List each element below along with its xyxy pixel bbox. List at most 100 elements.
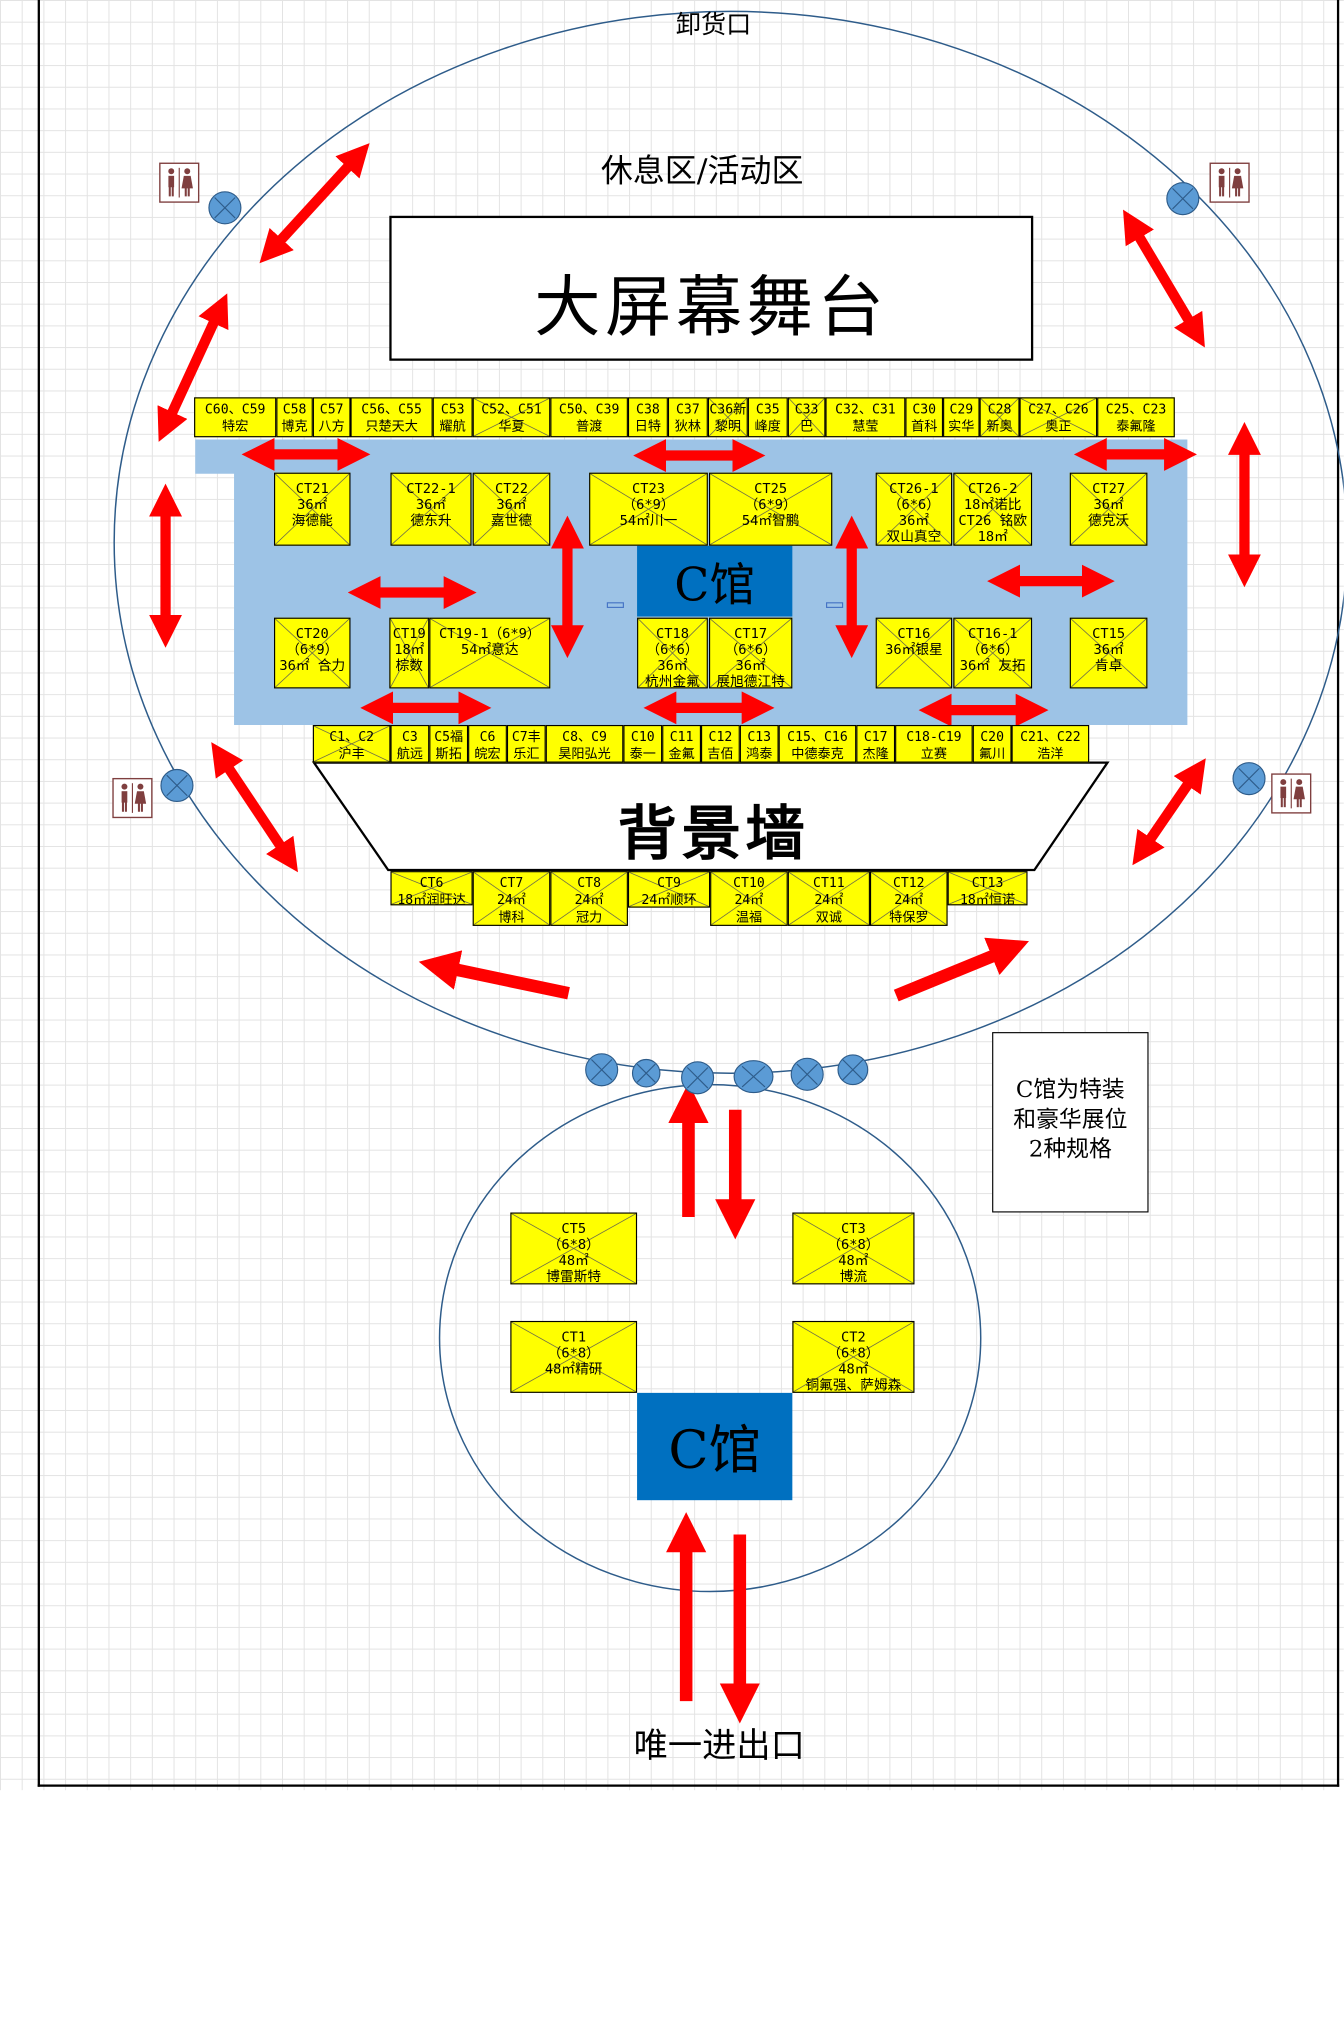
door-icon bbox=[790, 1057, 824, 1091]
booth-line: C57 bbox=[319, 400, 344, 417]
booth-line: 双山真空 bbox=[886, 528, 942, 545]
booth-line: CT5 bbox=[561, 1220, 587, 1237]
booth-line: 昊阳弘光 bbox=[558, 745, 611, 762]
booth-line: CT3 bbox=[841, 1220, 866, 1237]
booth-line: C8、C9 bbox=[562, 728, 607, 745]
booth-line: 温福 bbox=[735, 908, 763, 925]
booth-line: 36㎡银星 bbox=[885, 641, 943, 658]
booth-text: CT23（6*9）54㎡川一 bbox=[590, 474, 706, 529]
booth-line: C56、C55 bbox=[361, 400, 422, 417]
booth-line: C38 bbox=[636, 400, 660, 417]
booth-line: 18㎡ bbox=[977, 528, 1008, 545]
booth-line: 双诚 bbox=[815, 908, 843, 925]
booth-line: C11 bbox=[669, 728, 694, 745]
booth-line: C10 bbox=[630, 728, 655, 745]
booth-line: 博克 bbox=[281, 417, 308, 434]
backdrop-label: 背景墙 bbox=[617, 799, 810, 869]
booth-line: （6*6） bbox=[646, 641, 699, 658]
booth-line: 沪丰 bbox=[338, 745, 365, 762]
booth-line: 24㎡顺环 bbox=[641, 891, 697, 908]
rest-area-label: 休息区/活动区 bbox=[600, 151, 804, 190]
booth-line: CT10 bbox=[733, 874, 765, 891]
booth-line: CT27 bbox=[1092, 480, 1126, 497]
booth-line: CT22 bbox=[494, 480, 528, 497]
hall-c-lower: C馆 bbox=[637, 1392, 793, 1501]
top_row-booth: C33巴斯德 bbox=[787, 397, 826, 438]
booth-line: 博科 bbox=[498, 908, 525, 925]
booth-line: CT26 铭欧 bbox=[958, 512, 1028, 529]
booth-line: 冠力 bbox=[575, 908, 603, 925]
booth-text: C5福斯拓 bbox=[430, 727, 467, 761]
booth-line: CT16 bbox=[897, 625, 931, 642]
booth-line: 新奥 bbox=[986, 417, 1013, 434]
booth-line: 18㎡诺比 bbox=[963, 496, 1022, 513]
booth-line: 中德泰克 bbox=[791, 745, 844, 762]
booth-line: CT9 bbox=[657, 874, 681, 891]
booth-line: 特宏 bbox=[222, 417, 249, 434]
booth-line: 24㎡ bbox=[496, 891, 526, 908]
booth-line: 首科 bbox=[911, 417, 938, 434]
booth-ct1: CT1（6*8）48㎡精研 bbox=[510, 1320, 638, 1393]
booth-line: 慧莹 bbox=[852, 417, 879, 434]
booth-text: C33巴斯德 bbox=[789, 400, 824, 436]
booth-line: 18㎡ bbox=[394, 641, 425, 658]
booth-line: C18-C19 bbox=[906, 728, 962, 745]
booth-line: （6*8） bbox=[827, 1236, 880, 1253]
booth-line: C37 bbox=[676, 400, 700, 417]
booth-line: 立赛 bbox=[920, 745, 948, 762]
booth-line: （6*8） bbox=[547, 1236, 600, 1253]
booth-line: 嘉世德 bbox=[490, 512, 533, 529]
booth-line: C17 bbox=[863, 728, 888, 745]
booth-line: （6*6） bbox=[724, 641, 777, 658]
booth-line: C13 bbox=[747, 728, 772, 745]
stage-box bbox=[389, 215, 1034, 361]
page-frame bbox=[37, 0, 1340, 1787]
booth-line: 泰一 bbox=[629, 745, 656, 762]
booth-line: 华夏 bbox=[498, 417, 525, 434]
booth-line: 德克沃 bbox=[1088, 512, 1130, 529]
booth-line: （6*8） bbox=[827, 1344, 880, 1361]
bottom_row-booth: C7丰乐汇 bbox=[506, 724, 546, 763]
booth-line: 金氟 bbox=[668, 745, 695, 762]
booth-text: C7丰乐汇 bbox=[508, 727, 545, 761]
booth-line: 36㎡ 友拓 bbox=[959, 657, 1026, 674]
booth-line: C20 bbox=[980, 728, 1005, 745]
